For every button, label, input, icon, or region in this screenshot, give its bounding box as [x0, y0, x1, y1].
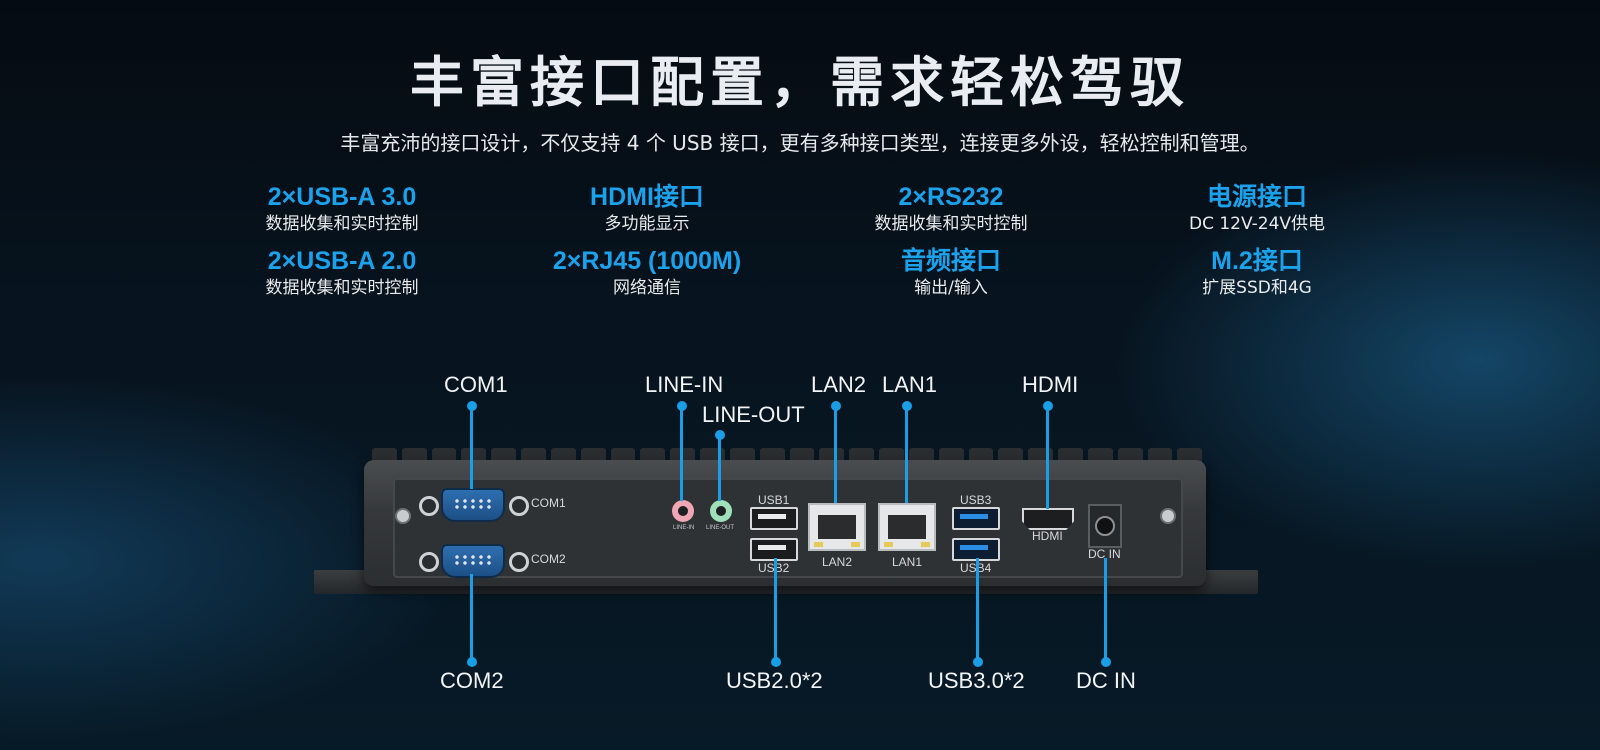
callout-hdmi: HDMI [1022, 372, 1079, 397]
feature-desc: 多功能显示 [604, 214, 690, 234]
feature-desc: 输出/输入 [914, 278, 988, 298]
feature-rj45: 2×RJ45 (1000M) 网络通信 [497, 246, 797, 300]
feature-desc: 数据收集和实时控制 [265, 214, 419, 234]
feature-hdmi: HDMI接口 多功能显示 [497, 182, 797, 236]
callout-line [976, 558, 979, 662]
usb4-port-label: USB4 [960, 561, 991, 575]
com1-port [441, 488, 505, 522]
com2-port [441, 544, 505, 578]
dc-in-port-label: DC IN [1088, 547, 1121, 561]
callout-lan1: LAN1 [882, 372, 938, 397]
callout-dot [973, 657, 983, 667]
feature-heading: HDMI接口 [590, 183, 704, 211]
feature-heading: M.2接口 [1211, 247, 1303, 275]
callout-line [834, 405, 837, 503]
page-subtitle: 丰富充沛的接口设计，不仅支持 4 个 USB 接口，更有多种接口类型，连接更多外… [340, 131, 1260, 155]
lan2-port [808, 503, 866, 551]
db9-pins-icon [453, 498, 493, 510]
callout-line [774, 558, 777, 662]
feature-heading: 2×RJ45 (1000M) [552, 247, 742, 275]
callout-usb20: USB2.0*2 [726, 668, 823, 693]
feature-desc: 数据收集和实时控制 [265, 278, 419, 298]
callout-com2: COM2 [440, 668, 504, 693]
usb2-port-label: USB2 [758, 561, 789, 575]
nut-icon [419, 496, 439, 516]
line-out-port-label: LINE-OUT [706, 525, 735, 531]
hdmi-port [1022, 508, 1074, 530]
feature-desc: 扩展SSD和4G [1202, 278, 1312, 298]
feature-heading: 2×USB-A 3.0 [267, 183, 417, 211]
db9-pins-icon [453, 554, 493, 566]
feature-heading: 电源接口 [1206, 183, 1307, 211]
feature-desc: 数据收集和实时控制 [874, 214, 1028, 234]
screw-icon [1160, 508, 1176, 524]
nut-icon [509, 496, 529, 516]
feature-heading: 2×RS232 [898, 183, 1004, 211]
feature-desc: DC 12V-24V供电 [1188, 214, 1326, 234]
usb1-port-label: USB1 [758, 493, 790, 507]
feature-desc: 网络通信 [613, 278, 681, 298]
callout-line [470, 574, 473, 662]
hdmi-port-label: HDMI [1032, 529, 1063, 543]
feature-m2: M.2接口 扩展SSD和4G [1107, 246, 1407, 300]
callout-line [1046, 405, 1049, 509]
callout-line-in: LINE-IN [645, 372, 724, 397]
lan1-port-label: LAN1 [892, 555, 923, 569]
callout-dc-in: DC IN [1076, 668, 1136, 693]
feature-power: 电源接口 DC 12V-24V供电 [1107, 182, 1407, 236]
line-out-jack [710, 500, 732, 522]
nut-icon [419, 552, 439, 572]
line-in-port-label: LINE-IN [673, 525, 695, 531]
usb3-port-label: USB3 [960, 493, 992, 507]
screw-icon [395, 508, 411, 524]
callout-line [905, 405, 908, 503]
feature-usb2: 2×USB-A 2.0 数据收集和实时控制 [192, 246, 492, 300]
callout-dot [467, 657, 477, 667]
nut-icon [509, 552, 529, 572]
page-title: 丰富接口配置，需求轻松驾驭 [410, 51, 1190, 114]
lan2-port-label: LAN2 [822, 555, 853, 569]
line-in-jack [672, 500, 694, 522]
dc-in-jack [1088, 504, 1122, 548]
callout-dot [1101, 657, 1111, 667]
feature-heading: 2×USB-A 2.0 [267, 247, 417, 275]
usb1-port [750, 507, 798, 530]
usb3-port [952, 507, 1000, 530]
feature-rs232: 2×RS232 数据收集和实时控制 [801, 182, 1101, 236]
callout-line [470, 405, 473, 489]
callout-line-out: LINE-OUT [702, 402, 805, 427]
callout-lan2: LAN2 [811, 372, 867, 397]
callout-line [1104, 558, 1107, 662]
lan1-port [878, 503, 936, 551]
feature-usb3: 2×USB-A 3.0 数据收集和实时控制 [192, 182, 492, 236]
callout-usb30: USB3.0*2 [928, 668, 1025, 693]
callout-line [680, 405, 683, 501]
feature-audio: 音频接口 输出/输入 [801, 246, 1101, 300]
com2-port-label: COM2 [531, 552, 566, 566]
feature-heading: 音频接口 [900, 247, 1001, 275]
callout-line [718, 434, 721, 501]
callout-dot [771, 657, 781, 667]
com1-port-label: COM1 [531, 496, 566, 510]
callout-com1: COM1 [444, 372, 508, 397]
